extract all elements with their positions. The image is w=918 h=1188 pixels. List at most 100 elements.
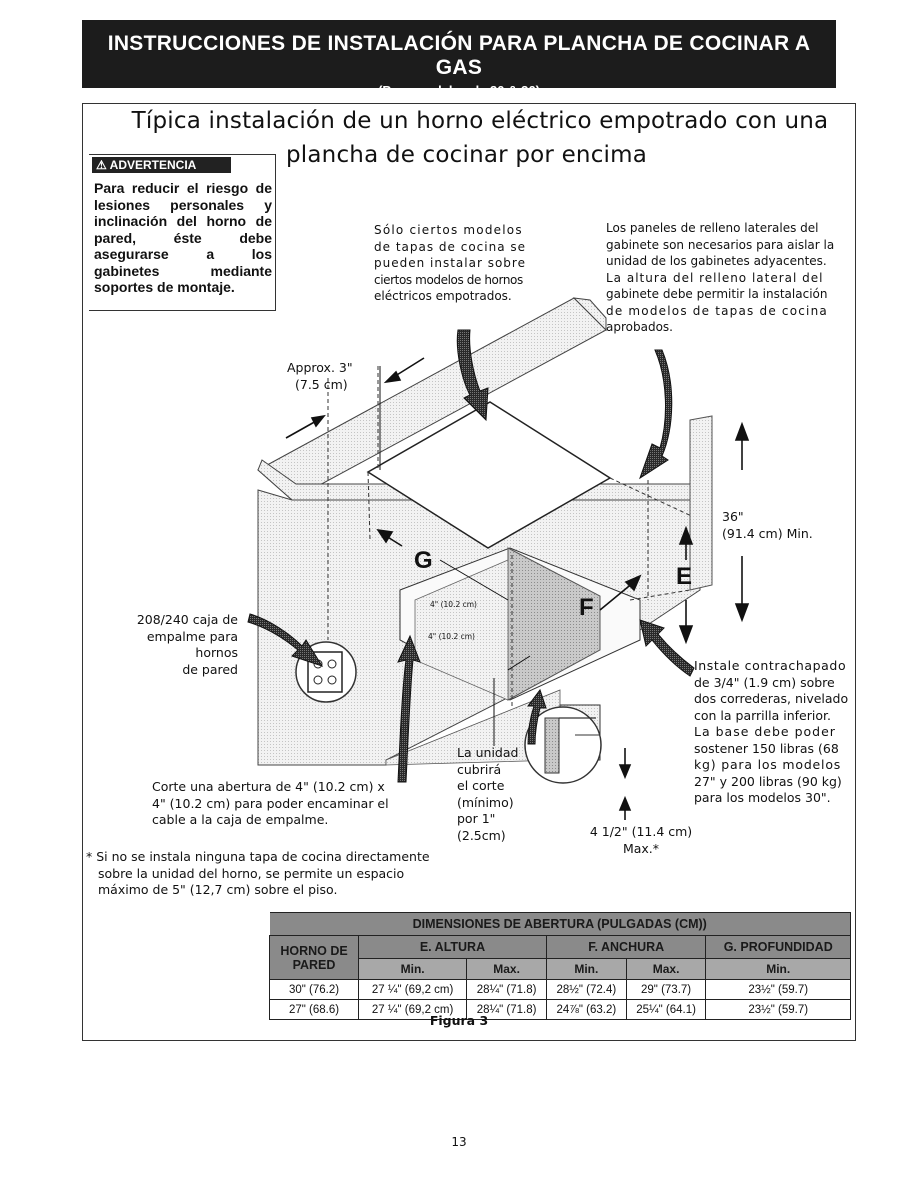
dimension-letter-g: G [414, 547, 433, 574]
table-subheader-max: Max. [625, 958, 707, 980]
cooktop-arrow-icon [456, 329, 489, 422]
table-cell: 30" (76.2) [269, 979, 359, 1000]
inner-pointer [507, 655, 531, 671]
panels-note-line: aprobados. [606, 320, 673, 334]
plywood-note: Instale contrachapado de 3/4" (1.9 cm) s… [694, 658, 856, 807]
unit-cover-note: La unidad cubrirá el corte (mínimo) por … [457, 745, 518, 844]
cut-note: Corte una abertura de 4" (10.2 cm) x 4" … [152, 779, 412, 829]
table-title: DIMENSIONES DE ABERTURA (PULGADAS (CM)) [269, 912, 851, 936]
approx-label-line: (7.5 cm) [295, 376, 348, 392]
approx-arrow-left [285, 419, 319, 439]
inner-dimension-label: 4" (10.2 cm) [428, 632, 475, 641]
opening-side-panel [414, 559, 509, 701]
warning-box [89, 154, 276, 311]
table-header-height: E. ALTURA [358, 935, 547, 959]
panels-note: Los paneles de relleno laterales del gab… [606, 220, 856, 336]
max-gap-line: 4 1/2" (11.4 cm) [589, 824, 693, 839]
header-banner: INSTRUCCIONES DE INSTALACIÓN PARA PLANCH… [82, 20, 836, 98]
warning-top-rule [89, 154, 275, 155]
unit-cover-arrow-icon [527, 688, 547, 745]
junction-label-line: empalme para hornos [146, 628, 238, 661]
panels-note-line: gabinete debe permitir la instalación [606, 287, 828, 301]
junction-label-line: 208/240 caja de [136, 612, 238, 627]
junction-label: 208/240 caja de empalme para hornos de p… [110, 612, 238, 678]
unit-cover-line: La unidad [457, 745, 519, 760]
models-note-line: eléctricos empotrados. [374, 289, 512, 303]
table-cell: 25¼" (64.1) [625, 999, 707, 1020]
table-subheader-min: Min. [357, 958, 468, 980]
models-note-line: de tapas de cocina se [374, 239, 527, 254]
panels-note-line: Los paneles de relleno laterales del [606, 221, 819, 235]
table-subheader-max: Max. [466, 958, 547, 980]
unit-cover-line: (2.5cm) [457, 827, 506, 843]
dimension-letter-f: F [579, 594, 594, 621]
figure-title-line1: Típica instalación de un horno eléctrico… [131, 108, 829, 134]
cut-note-line: cable a la caja de empalme. [152, 812, 329, 827]
models-note-line: pueden instalar sobre [374, 256, 526, 270]
models-note: Sólo ciertos modelos de tapas de cocina … [374, 222, 544, 305]
height-label-line: (91.4 cm) Min. [722, 525, 813, 541]
table-row: 27" (68.6) 27 ¼" (69,2 cm) 28¼" (71.8) 2… [269, 999, 851, 1020]
table-cell: 27 ¼" (69,2 cm) [357, 999, 468, 1020]
inner-dimension-label: 4" (10.2 cm) [430, 600, 477, 609]
max-gap-label: 4 1/2" (11.4 cm) Max.* [586, 824, 696, 857]
table-cell: 24⅞" (63.2) [545, 999, 627, 1020]
plywood-note-line: La base debe poder [694, 724, 836, 739]
figure-title-line2: plancha de cocinar por encima [286, 142, 648, 168]
g-line [439, 559, 509, 601]
plywood-note-line: sostener 150 libras (68 [694, 740, 839, 756]
height-label: 36" (91.4 cm) Min. [722, 509, 813, 542]
unit-cover-line: (mínimo) [457, 794, 514, 810]
dimension-letter-e: E [676, 563, 693, 590]
approx-label: Approx. 3" (7.5 cm) [287, 360, 353, 393]
plywood-note-line: dos correderas, nivelado [694, 691, 849, 706]
table-header-depth: G. PROFUNDIDAD [705, 935, 851, 959]
footnote-line: sobre la unidad del horno, se permite un… [98, 865, 405, 881]
plywood-note-line: con la parrilla inferior. [694, 707, 831, 723]
table-subheader-min: Min. [705, 958, 851, 980]
table-cell: 23½" (59.7) [705, 999, 851, 1020]
table-cell: 27 ¼" (69,2 cm) [357, 979, 468, 1000]
warning-triangle-icon: ⚠ [96, 158, 107, 172]
approx-label-line: Approx. 3" [287, 360, 353, 375]
table-cell: 27" (68.6) [269, 999, 359, 1020]
plywood-arrow-icon [639, 619, 695, 677]
footnote: * Si no se instala ninguna tapa de cocin… [86, 849, 466, 899]
table-row: 30" (76.2) 27 ¼" (69,2 cm) 28¼" (71.8) 2… [269, 979, 851, 1000]
panels-note-line: unidad de los gabinetes adyacentes. [606, 254, 827, 268]
plywood-note-line: de 3/4" (1.9 cm) sobre [694, 674, 835, 690]
models-note-line: Sólo ciertos modelos [374, 223, 523, 237]
figure-caption: Figura 3 [429, 1013, 489, 1028]
plywood-note-line: kg) para los modelos [694, 757, 842, 772]
table-cell: 29" (73.7) [625, 979, 707, 1000]
cut-note-line: 4" (10.2 cm) para poder encaminar el [152, 795, 389, 811]
table-cell: 23½" (59.7) [705, 979, 851, 1000]
plywood-note-line: Instale contrachapado [694, 658, 847, 673]
unit-cover-line: cubrirá [457, 761, 502, 777]
side-fill-panel [689, 415, 713, 591]
warning-text: Para reducir el riesgo de lesiones perso… [94, 180, 272, 295]
warning-label-text: ADVERTENCIA [109, 158, 197, 172]
max-gap-line: Max.* [622, 840, 660, 856]
table-header-oven: HORNO DE PARED [269, 935, 359, 980]
plywood-note-line: 27" y 200 libras (90 kg) [694, 773, 842, 789]
header-subtitle: (Para modelos de 30 & 36) [378, 83, 540, 98]
side-panel-arrow-icon [639, 349, 673, 480]
unit-cover-line: por 1" [457, 811, 496, 826]
junction-arrow-icon [247, 613, 324, 667]
figure-frame [82, 103, 856, 1041]
table-subheader-min: Min. [545, 958, 627, 980]
junction-label-line: de pared [182, 661, 238, 677]
cut-arrow-icon [397, 634, 421, 783]
cut-note-line: Corte una abertura de 4" (10.2 cm) x [152, 779, 385, 794]
models-note-line: ciertos modelos de hornos [374, 272, 523, 287]
footnote-line: * Si no se instala ninguna tapa de cocin… [86, 849, 430, 864]
backsplash [572, 297, 607, 332]
warning-label: ⚠ ADVERTENCIA [92, 157, 231, 173]
base-detail-callout [524, 706, 602, 784]
table-cell: 28½" (72.4) [545, 979, 627, 1000]
f-arrow [599, 581, 635, 611]
header-title: INSTRUCCIONES DE INSTALACIÓN PARA PLANCH… [107, 32, 811, 79]
panels-note-line: gabinete son necesarios para aislar la [606, 237, 835, 252]
